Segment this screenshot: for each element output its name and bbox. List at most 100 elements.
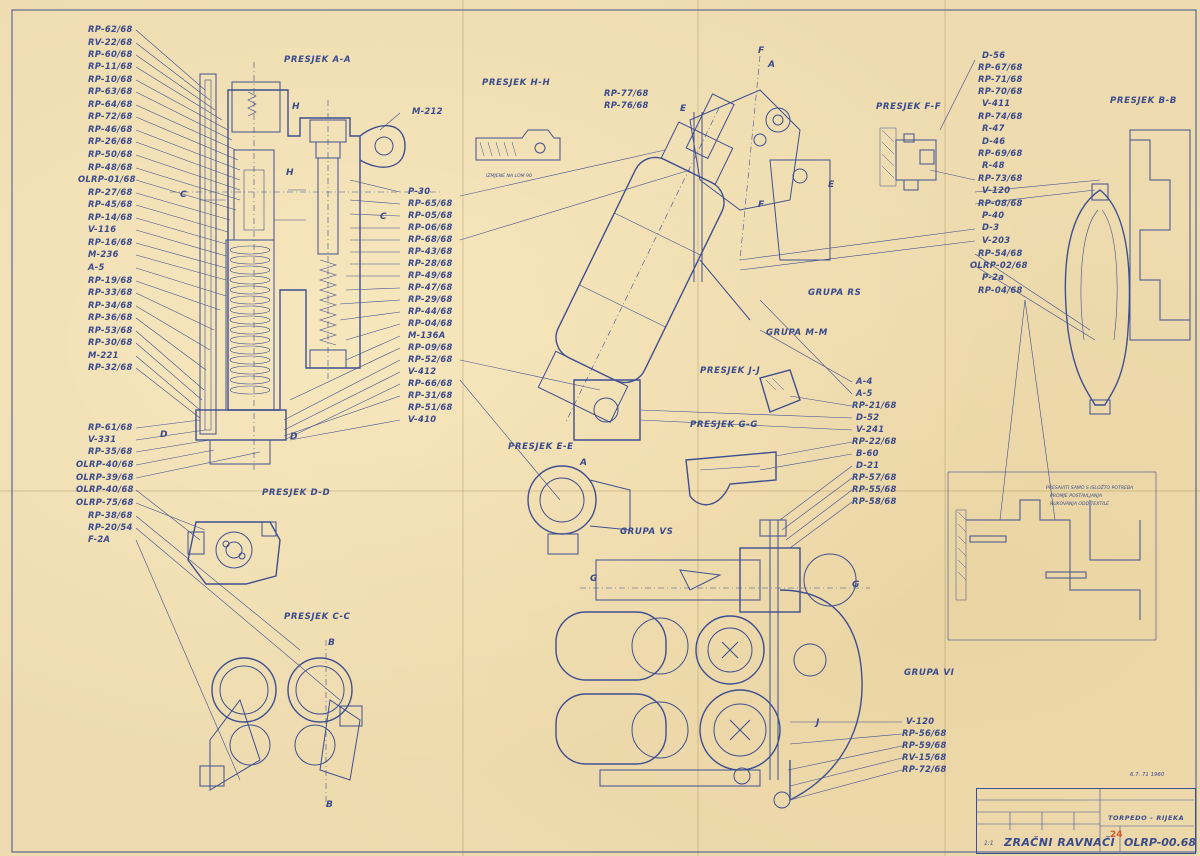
part-label: V-410 (408, 414, 437, 424)
part-label: RP-50/68 (88, 149, 133, 159)
part-label: A-4 (856, 376, 873, 386)
part-label: RP-28/68 (408, 258, 453, 268)
section-title-c-c: PRESJEK C-C (284, 612, 351, 622)
company-name: TORPEDO - RIJEKA (1108, 814, 1185, 822)
right-leaders (739, 59, 1101, 521)
part-label: RP-70/68 (978, 86, 1023, 96)
section-mark: J (816, 718, 820, 728)
section-mark: H (286, 168, 294, 178)
part-label: RP-14/68 (88, 212, 133, 222)
part-label: RP-73/68 (978, 173, 1023, 183)
part-label: V-241 (856, 424, 885, 434)
section-b-b-drawing (1064, 129, 1191, 415)
note-hh: IZMJENE NA LOM 90 (486, 174, 532, 179)
section-title-f-f: PRESJEK F-F (876, 102, 942, 112)
part-label: RP-10/68 (88, 74, 133, 84)
part-label: RP-77/68 (604, 88, 649, 98)
left-leaders (135, 29, 341, 781)
section-f-f-drawing (879, 127, 937, 191)
part-label: OLRP-40/68 (76, 459, 134, 469)
section-mark: F (758, 46, 765, 56)
section-d-d-drawing (187, 521, 281, 585)
part-label: RP-53/68 (88, 325, 133, 335)
note-detail-3: RUKOVANJA ODD TEXTILE (1050, 502, 1110, 507)
part-label: RP-69/68 (978, 148, 1023, 158)
part-label: RP-51/68 (408, 402, 453, 412)
section-title-h-h: PRESJEK H-H (482, 78, 551, 88)
part-label: RP-72/68 (902, 764, 947, 774)
part-label: RP-45/68 (88, 199, 133, 209)
part-label: M-221 (88, 350, 119, 360)
section-mark: H (292, 102, 300, 112)
part-label: RP-27/68 (88, 187, 133, 197)
fold-line-vertical-2 (697, 0, 699, 856)
part-label: RP-62/68 (88, 24, 133, 34)
title-block (976, 788, 1196, 854)
part-label: B-60 (856, 448, 879, 458)
part-label: RP-22/68 (852, 436, 897, 446)
part-label: RP-65/68 (408, 198, 453, 208)
part-label: V-203 (982, 235, 1011, 245)
part-label: RP-38/68 (88, 510, 133, 520)
section-mark: D (160, 430, 168, 440)
part-label: RP-56/68 (902, 728, 947, 738)
part-label: RP-49/68 (408, 270, 453, 280)
part-label: RP-57/68 (852, 472, 897, 482)
section-mark: B (328, 638, 335, 648)
part-label: RP-59/68 (902, 740, 947, 750)
part-label: RP-11/68 (88, 61, 133, 71)
title-block-lines (976, 788, 1194, 852)
group-title-mm: GRUPA M-M (766, 328, 828, 338)
section-title-j-j: PRESJEK J-J (700, 366, 761, 376)
part-label: P-40 (982, 210, 1005, 220)
drawing-scale: 1:1 (984, 840, 994, 847)
part-label: F-2A (88, 534, 111, 544)
part-label: RP-32/68 (88, 362, 133, 372)
section-title-e-e: PRESJEK E-E (508, 442, 574, 452)
part-label: RP-16/68 (88, 237, 133, 247)
part-label: RP-04/68 (978, 285, 1023, 295)
part-label: RP-61/68 (88, 422, 133, 432)
part-label: RP-19/68 (88, 275, 133, 285)
part-label: D-21 (856, 460, 880, 470)
part-label: RP-67/68 (978, 62, 1023, 72)
part-label: OLRP-39/68 (76, 472, 134, 482)
section-h-h-drawing (475, 129, 561, 161)
part-label: RP-55/68 (852, 484, 897, 494)
part-label: RP-60/68 (88, 49, 133, 59)
section-mark: G (590, 574, 598, 584)
section-title-a-a: PRESJEK A-A (284, 55, 352, 65)
part-label: RP-09/68 (408, 342, 453, 352)
part-label: RP-08/68 (978, 198, 1023, 208)
part-label: V-412 (408, 366, 437, 376)
center-leaders (639, 299, 903, 801)
section-mark: E (680, 104, 687, 114)
part-label: M-136A (408, 330, 446, 340)
section-mark: B (326, 800, 333, 810)
part-label: RP-63/68 (88, 86, 133, 96)
part-label: RP-68/68 (408, 234, 453, 244)
part-label: RP-05/68 (408, 210, 453, 220)
part-label: D-3 (982, 222, 1000, 232)
part-label: RP-06/68 (408, 222, 453, 232)
section-e-e-drawing (527, 465, 631, 555)
drawing-number: OLRP-00.68 (1124, 836, 1197, 849)
section-mark: A (580, 458, 587, 468)
section-mark: D (290, 432, 298, 442)
part-label: OLRP-01/68 (78, 174, 136, 184)
drawing-title: ZRAČNI RAVNAČI (1004, 836, 1116, 849)
part-label: D-46 (982, 136, 1006, 146)
section-j-j-drawing (759, 369, 801, 413)
part-label: RP-31/68 (408, 390, 453, 400)
part-label: RP-58/68 (852, 496, 897, 506)
grupa-rs-drawing (537, 55, 831, 441)
part-label: V-120 (982, 185, 1011, 195)
part-label: RP-20/54 (88, 522, 133, 532)
part-label: V-331 (88, 434, 117, 444)
part-label: M-236 (88, 249, 119, 259)
part-label: RP-71/68 (978, 74, 1023, 84)
part-label: RP-29/68 (408, 294, 453, 304)
part-label: RP-74/68 (978, 111, 1023, 121)
